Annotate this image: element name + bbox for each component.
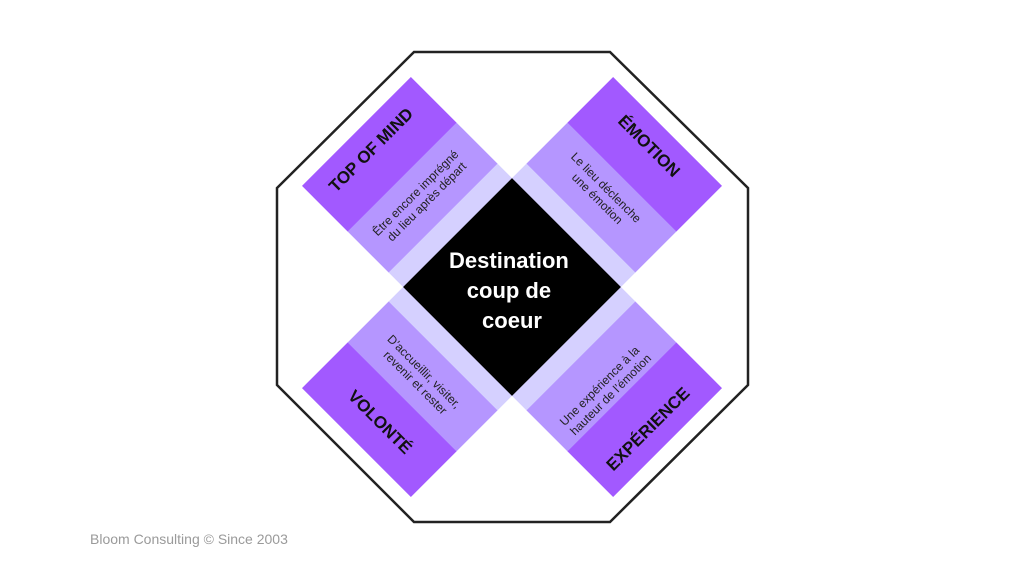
arm-top-left-band-light <box>388 163 513 288</box>
arm-bottom-left-band-dark <box>301 342 457 498</box>
arm-top-left <box>301 76 513 288</box>
arm-top-right-band-mid <box>526 122 677 273</box>
arm-bottom-right-band-light <box>511 286 636 411</box>
arm-top-left-band-mid <box>347 122 498 273</box>
footer-credit: Bloom Consulting © Since 2003 <box>90 531 288 547</box>
arm-bottom-left-band-light <box>388 286 513 411</box>
arm-bottom-right-band-dark <box>567 342 723 498</box>
center-title: Destination coup de coeur <box>449 248 575 333</box>
center-line: Destination <box>449 248 569 273</box>
arm-top-left-band-dark <box>301 76 457 232</box>
arm-bottom-right-band-mid <box>526 301 677 452</box>
arm-top-right-band-light <box>511 163 636 288</box>
center-line: coeur <box>482 308 542 333</box>
octagon-outline <box>275 50 750 524</box>
arm-bottom-left <box>301 286 513 498</box>
center-line: coup de <box>467 278 551 303</box>
arm-top-right-band-dark <box>567 76 723 232</box>
arm-bottom-right <box>511 286 723 498</box>
arm-top-right <box>511 76 723 288</box>
arm-bottom-left-band-mid <box>347 301 498 452</box>
